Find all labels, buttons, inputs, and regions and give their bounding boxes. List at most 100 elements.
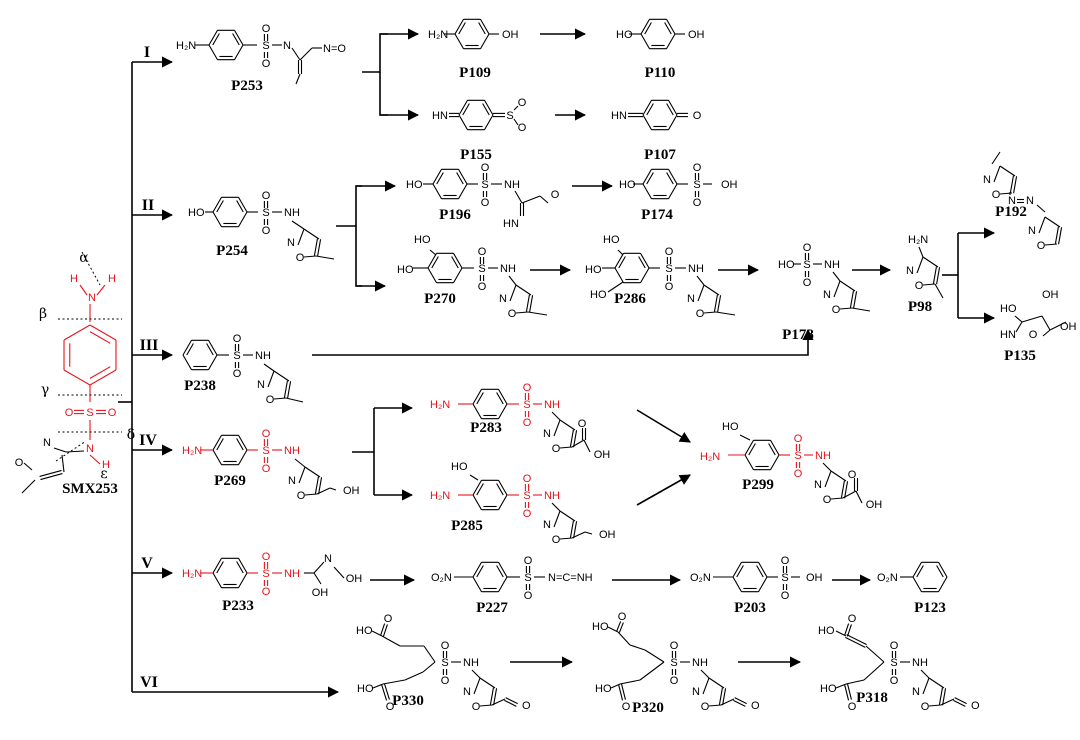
ring-bond xyxy=(298,466,306,484)
bond-line xyxy=(1014,315,1023,323)
bond-line xyxy=(617,631,631,646)
atom-label: N xyxy=(1026,195,1034,207)
ring-bond xyxy=(484,100,494,116)
atom-label: OH xyxy=(594,449,611,461)
double-bond-line xyxy=(722,688,727,706)
bond-line xyxy=(571,531,586,539)
atom-label: HO xyxy=(616,29,633,41)
atom-label: O xyxy=(890,675,899,687)
bond-line xyxy=(508,275,517,286)
atom-label: H₂N xyxy=(430,490,450,502)
atom-label: O xyxy=(523,417,532,429)
atom-label: O xyxy=(848,701,857,713)
atom-label: N xyxy=(983,174,991,186)
bond-line xyxy=(89,454,101,465)
ring-bond xyxy=(614,267,624,283)
bond-line xyxy=(316,487,331,495)
ring-double-bond xyxy=(916,565,924,578)
ring-bond xyxy=(238,211,248,227)
bond-line xyxy=(607,281,624,293)
bond-line xyxy=(822,462,832,472)
atom-label: OH xyxy=(1042,289,1059,301)
atom-label: O xyxy=(848,469,857,481)
double-bond-line xyxy=(618,684,624,701)
compound-label-p196: P196 xyxy=(439,207,471,223)
bond-line xyxy=(313,572,322,585)
ring-bond xyxy=(642,114,652,130)
ring-double-bond xyxy=(644,22,652,35)
ring-bond xyxy=(515,311,529,314)
atom-label: S xyxy=(524,572,531,584)
bond-line xyxy=(832,271,841,282)
double-bond-line xyxy=(953,699,966,707)
ring-bond xyxy=(267,370,275,388)
ring-bond xyxy=(212,572,222,588)
ring-bond xyxy=(303,228,320,240)
ring-bond xyxy=(472,389,482,405)
ring-bond xyxy=(833,280,841,298)
ring-double-bond xyxy=(496,483,504,496)
ring-bond xyxy=(640,33,650,49)
double-bond-line xyxy=(573,430,578,448)
ring-bond xyxy=(553,510,561,528)
atom-label: H xyxy=(108,273,116,285)
branch-line xyxy=(362,33,388,73)
atom-label: O xyxy=(848,613,857,625)
bond-line xyxy=(295,73,301,85)
pathway-numeral-1: I xyxy=(144,44,150,61)
bond-line xyxy=(263,363,275,372)
ring-bond xyxy=(498,494,508,510)
ring-bond xyxy=(472,403,482,419)
double-bond-line xyxy=(733,699,746,707)
ring-bond xyxy=(668,169,678,185)
double-bond-line xyxy=(620,683,626,700)
atom-label: HO xyxy=(778,259,795,271)
atom-label: OH xyxy=(346,573,363,585)
ring-bond xyxy=(212,449,222,465)
double-bond-line xyxy=(317,239,322,257)
atom-label: N xyxy=(1028,225,1036,237)
atom-label: HO xyxy=(357,683,374,695)
atom-label: HO xyxy=(1000,303,1017,315)
greek-beta: β xyxy=(39,306,47,322)
ring-double-bond xyxy=(748,443,756,456)
ring-bond xyxy=(559,419,576,431)
ring-bond xyxy=(208,354,218,370)
ring-bond xyxy=(1044,216,1061,228)
atom-label: S xyxy=(781,572,788,584)
bond-line xyxy=(1015,321,1023,333)
atom-label: O xyxy=(478,246,487,258)
atom-label: O xyxy=(701,701,710,713)
atom-label: NH xyxy=(912,657,928,669)
compound-label-p107: P107 xyxy=(644,147,676,163)
ring-double-bond xyxy=(89,366,111,379)
atom-label: O xyxy=(478,281,487,293)
compound-label-p286: P286 xyxy=(614,291,646,307)
double-bond-line xyxy=(382,624,388,637)
ring-double-bond xyxy=(768,443,776,456)
ring-double-bond xyxy=(431,256,439,269)
ring-bond xyxy=(922,283,936,286)
ring-bond xyxy=(182,340,192,356)
double-bond-line xyxy=(844,481,849,499)
atom-label: H₂N xyxy=(182,568,202,580)
atom-label: HO xyxy=(818,625,835,637)
compound-label-p283: P283 xyxy=(470,420,502,436)
ring-bond xyxy=(304,466,321,478)
bond-line xyxy=(291,47,301,61)
ring-double-bond xyxy=(216,561,224,574)
atom-label: O xyxy=(890,640,899,652)
ring-bond xyxy=(668,100,678,116)
ring-bond xyxy=(559,537,573,540)
ring-bond xyxy=(642,169,652,185)
atom-label: N xyxy=(823,289,831,301)
ring-bond xyxy=(458,100,468,116)
atom-label: O xyxy=(781,555,790,567)
bond-line xyxy=(404,671,424,681)
compound-label-p98: P98 xyxy=(908,299,932,315)
double-bond-line xyxy=(936,267,941,285)
atom-label: OH xyxy=(502,29,519,41)
atom-label: O xyxy=(441,640,450,652)
atom-label: N xyxy=(324,553,332,565)
atom-label: N xyxy=(88,292,96,304)
